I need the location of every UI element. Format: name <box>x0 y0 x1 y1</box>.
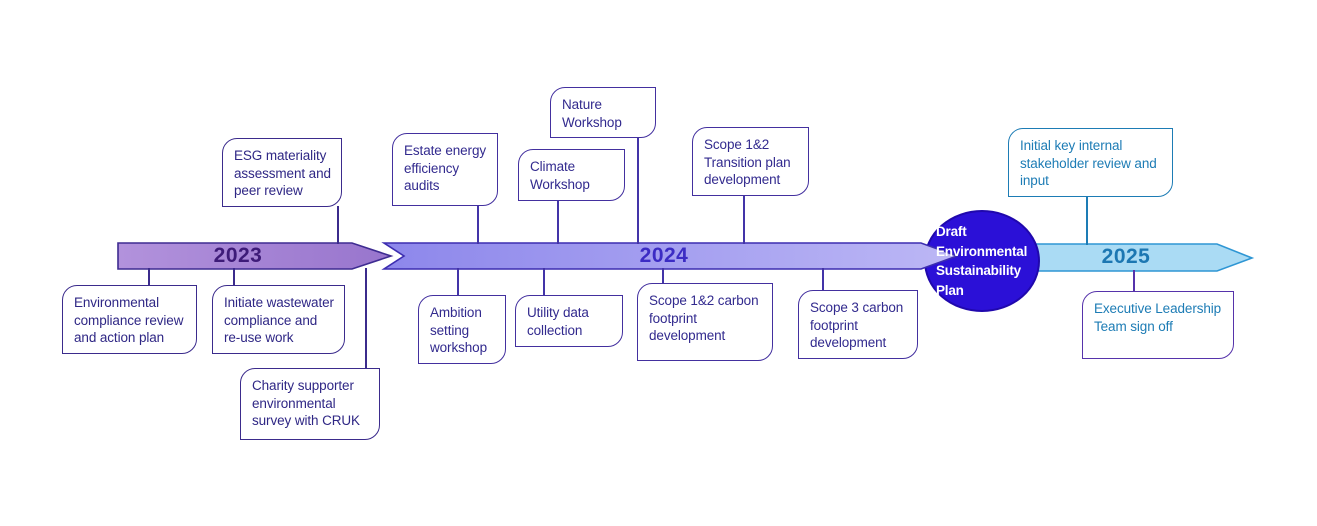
event-box-scope3-carbon: Scope 3 carbon footprint development <box>798 290 918 359</box>
event-box-ambition-workshop: Ambition setting workshop <box>418 295 506 364</box>
year-label-2024: 2024 <box>639 244 689 267</box>
year-label-2025: 2025 <box>1101 245 1151 268</box>
connector-estate-energy <box>477 205 479 244</box>
event-label: Charity supporter environmental survey w… <box>252 378 360 429</box>
event-box-charity-supporter: Charity supporter environmental survey w… <box>240 368 380 440</box>
event-label: Utility data collection <box>527 305 589 338</box>
timeline-bar-2023 <box>117 242 394 270</box>
event-label: Scope 1&2 Transition plan development <box>704 137 791 188</box>
event-label: Nature Workshop <box>562 97 622 130</box>
connector-scope3-carbon <box>822 268 824 291</box>
event-box-initiate-wastewater: Initiate wastewater compliance and re-us… <box>212 285 345 354</box>
event-box-climate-workshop: Climate Workshop <box>518 149 625 201</box>
event-box-estate-energy: Estate energy efficiency audits <box>392 133 498 206</box>
event-label: Initial key internal stakeholder review … <box>1020 138 1157 189</box>
connector-nature-workshop <box>637 136 639 244</box>
event-label: Initiate wastewater compliance and re-us… <box>224 295 334 346</box>
event-label: Ambition setting workshop <box>430 305 487 356</box>
event-box-scope12-carbon: Scope 1&2 carbon footprint development <box>637 283 773 361</box>
connector-ambition-workshop <box>457 268 459 296</box>
event-box-nature-workshop: Nature Workshop <box>550 87 656 139</box>
event-box-executive-signoff: Executive Leadership Team sign off <box>1082 291 1234 359</box>
connector-initial-stakeholder <box>1086 196 1088 245</box>
event-label: ESG materiality assessment and peer revi… <box>234 148 331 199</box>
year-label-2023: 2023 <box>213 244 263 267</box>
event-label: Scope 3 carbon footprint development <box>810 300 904 351</box>
event-label: Environmental compliance review and acti… <box>74 295 184 346</box>
connector-climate-workshop <box>557 200 559 244</box>
event-label: Scope 1&2 carbon footprint development <box>649 293 759 344</box>
connector-environmental-compliance <box>148 268 150 286</box>
connector-utility-data <box>543 268 545 296</box>
connector-scope12-transition <box>743 194 745 244</box>
event-box-scope12-transition: Scope 1&2 Transition plan development <box>692 127 809 196</box>
connector-charity-supporter <box>365 268 367 369</box>
event-box-esg-materiality: ESG materiality assessment and peer revi… <box>222 138 342 207</box>
connector-initiate-wastewater <box>233 268 235 286</box>
milestone-label: Draft Environmental Sustainability Plan <box>936 224 1028 298</box>
event-label: Estate energy efficiency audits <box>404 143 487 194</box>
connector-scope12-carbon <box>662 268 664 284</box>
connector-esg-materiality <box>337 206 339 244</box>
event-box-initial-stakeholder: Initial key internal stakeholder review … <box>1008 128 1173 197</box>
event-label: Executive Leadership Team sign off <box>1094 301 1222 334</box>
event-box-utility-data: Utility data collection <box>515 295 623 347</box>
timeline-bar-2024 <box>381 242 960 270</box>
event-label: Climate Workshop <box>530 159 590 192</box>
connector-executive-signoff <box>1133 270 1135 292</box>
event-box-environmental-compliance: Environmental compliance review and acti… <box>62 285 197 354</box>
